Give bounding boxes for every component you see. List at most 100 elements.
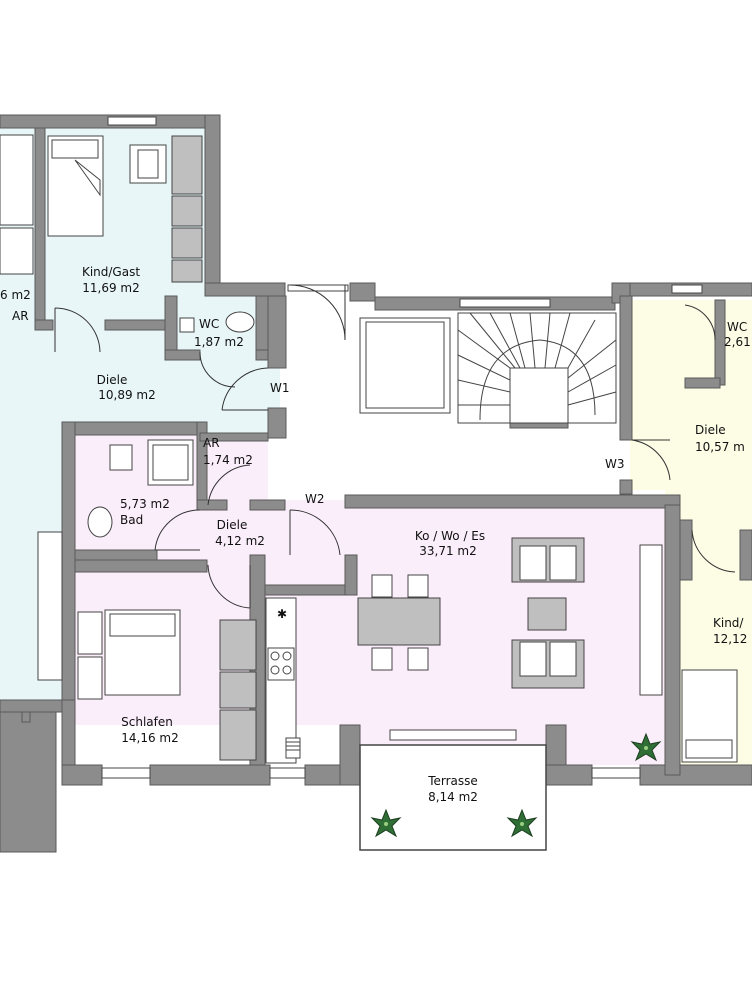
chair bbox=[407, 574, 429, 598]
cut-left-area-label: 6 m2 bbox=[0, 288, 31, 302]
plant-icon bbox=[630, 732, 662, 762]
burner bbox=[282, 665, 292, 675]
stair-step bbox=[567, 319, 596, 369]
wall bbox=[104, 319, 166, 331]
wardrobe bbox=[171, 259, 203, 283]
window bbox=[591, 767, 641, 779]
doors bbox=[54, 284, 736, 609]
diele2-area: 4,12 m2 bbox=[215, 534, 265, 548]
sofa-seat bbox=[549, 641, 577, 677]
burner bbox=[270, 665, 280, 675]
wall bbox=[344, 554, 358, 596]
window bbox=[37, 531, 63, 681]
window bbox=[671, 284, 703, 294]
door-swing bbox=[207, 564, 251, 609]
marker-w1: W1 bbox=[270, 381, 290, 395]
window bbox=[639, 544, 663, 696]
wall bbox=[61, 421, 76, 713]
wall bbox=[0, 699, 63, 713]
wc2-area: 2,61 bbox=[724, 335, 751, 349]
wall bbox=[684, 377, 721, 389]
pillow bbox=[685, 739, 733, 759]
coffee-table bbox=[527, 597, 567, 631]
wall bbox=[61, 764, 103, 786]
window bbox=[287, 284, 349, 292]
door-swing bbox=[207, 464, 251, 506]
pillow bbox=[109, 613, 176, 637]
wall bbox=[679, 519, 693, 581]
door-swing bbox=[684, 304, 716, 341]
stair-step bbox=[489, 312, 521, 369]
stair-arrow bbox=[479, 339, 596, 421]
wall bbox=[164, 349, 201, 361]
wall bbox=[249, 499, 286, 511]
schlafen-area: 14,16 m2 bbox=[121, 731, 179, 745]
sink bbox=[87, 506, 113, 538]
wardrobe bbox=[171, 195, 203, 227]
window bbox=[107, 116, 157, 126]
wall bbox=[74, 559, 208, 573]
wall bbox=[267, 407, 287, 439]
room-labels: 6 m2 AR Kind/Gast 11,69 m2 WC 1,87 m2 Di… bbox=[0, 265, 751, 804]
kind2-area: 12,12 bbox=[713, 632, 747, 646]
door-swing bbox=[631, 439, 671, 481]
wall bbox=[264, 584, 356, 596]
sofa-seat bbox=[519, 641, 547, 677]
windows bbox=[37, 116, 703, 779]
stair-step bbox=[567, 391, 617, 406]
wc1-name: WC bbox=[199, 317, 219, 331]
sink bbox=[285, 737, 301, 759]
stair-step bbox=[469, 312, 516, 369]
diele2-name: Diele bbox=[217, 518, 248, 532]
fridge-icon: ✱ bbox=[277, 607, 287, 621]
stair-step bbox=[509, 312, 526, 369]
diele1-name: Diele bbox=[97, 373, 128, 387]
plant-icon bbox=[506, 808, 538, 838]
stair-step bbox=[567, 339, 617, 379]
pillow bbox=[51, 139, 99, 159]
dining-table bbox=[357, 597, 441, 646]
kind-gast-name: Kind/Gast bbox=[82, 265, 140, 279]
marker-w3: W3 bbox=[605, 457, 625, 471]
wall bbox=[0, 711, 57, 853]
kind-gast-area: 11,69 m2 bbox=[82, 281, 140, 295]
bad-area: 5,73 m2 bbox=[120, 497, 170, 511]
wardrobe bbox=[171, 135, 203, 195]
sofa-seat bbox=[549, 545, 577, 581]
sink bbox=[179, 317, 195, 333]
diele1-area: 10,89 m2 bbox=[98, 388, 156, 402]
stair-step bbox=[457, 354, 511, 381]
wardrobe bbox=[219, 619, 257, 671]
wall bbox=[619, 479, 633, 495]
stair-step bbox=[457, 329, 511, 369]
stair-core bbox=[509, 367, 569, 424]
wall bbox=[196, 499, 228, 511]
wall bbox=[339, 724, 361, 786]
diele3-area: 10,57 m bbox=[695, 440, 745, 454]
wardrobe bbox=[0, 227, 34, 275]
door-swing bbox=[221, 367, 269, 411]
door-swing bbox=[154, 509, 201, 551]
wall bbox=[639, 764, 752, 786]
toilet bbox=[225, 311, 255, 333]
wall bbox=[34, 127, 46, 324]
toilet bbox=[109, 444, 133, 471]
wall bbox=[739, 529, 752, 581]
window bbox=[101, 767, 151, 779]
wall bbox=[619, 295, 633, 441]
wall bbox=[199, 432, 269, 442]
burner bbox=[270, 651, 280, 661]
terrasse-area: 8,14 m2 bbox=[428, 790, 478, 804]
terrasse-name: Terrasse bbox=[427, 774, 478, 788]
wall bbox=[21, 711, 31, 723]
wall bbox=[34, 319, 54, 331]
staircase bbox=[457, 312, 617, 424]
kowoes-name: Ko / Wo / Es bbox=[415, 529, 485, 543]
wall bbox=[267, 295, 287, 369]
chair bbox=[407, 647, 429, 671]
room-fills bbox=[0, 128, 752, 850]
wardrobe bbox=[219, 709, 257, 761]
plant-icon bbox=[370, 808, 402, 838]
wall bbox=[164, 295, 178, 353]
